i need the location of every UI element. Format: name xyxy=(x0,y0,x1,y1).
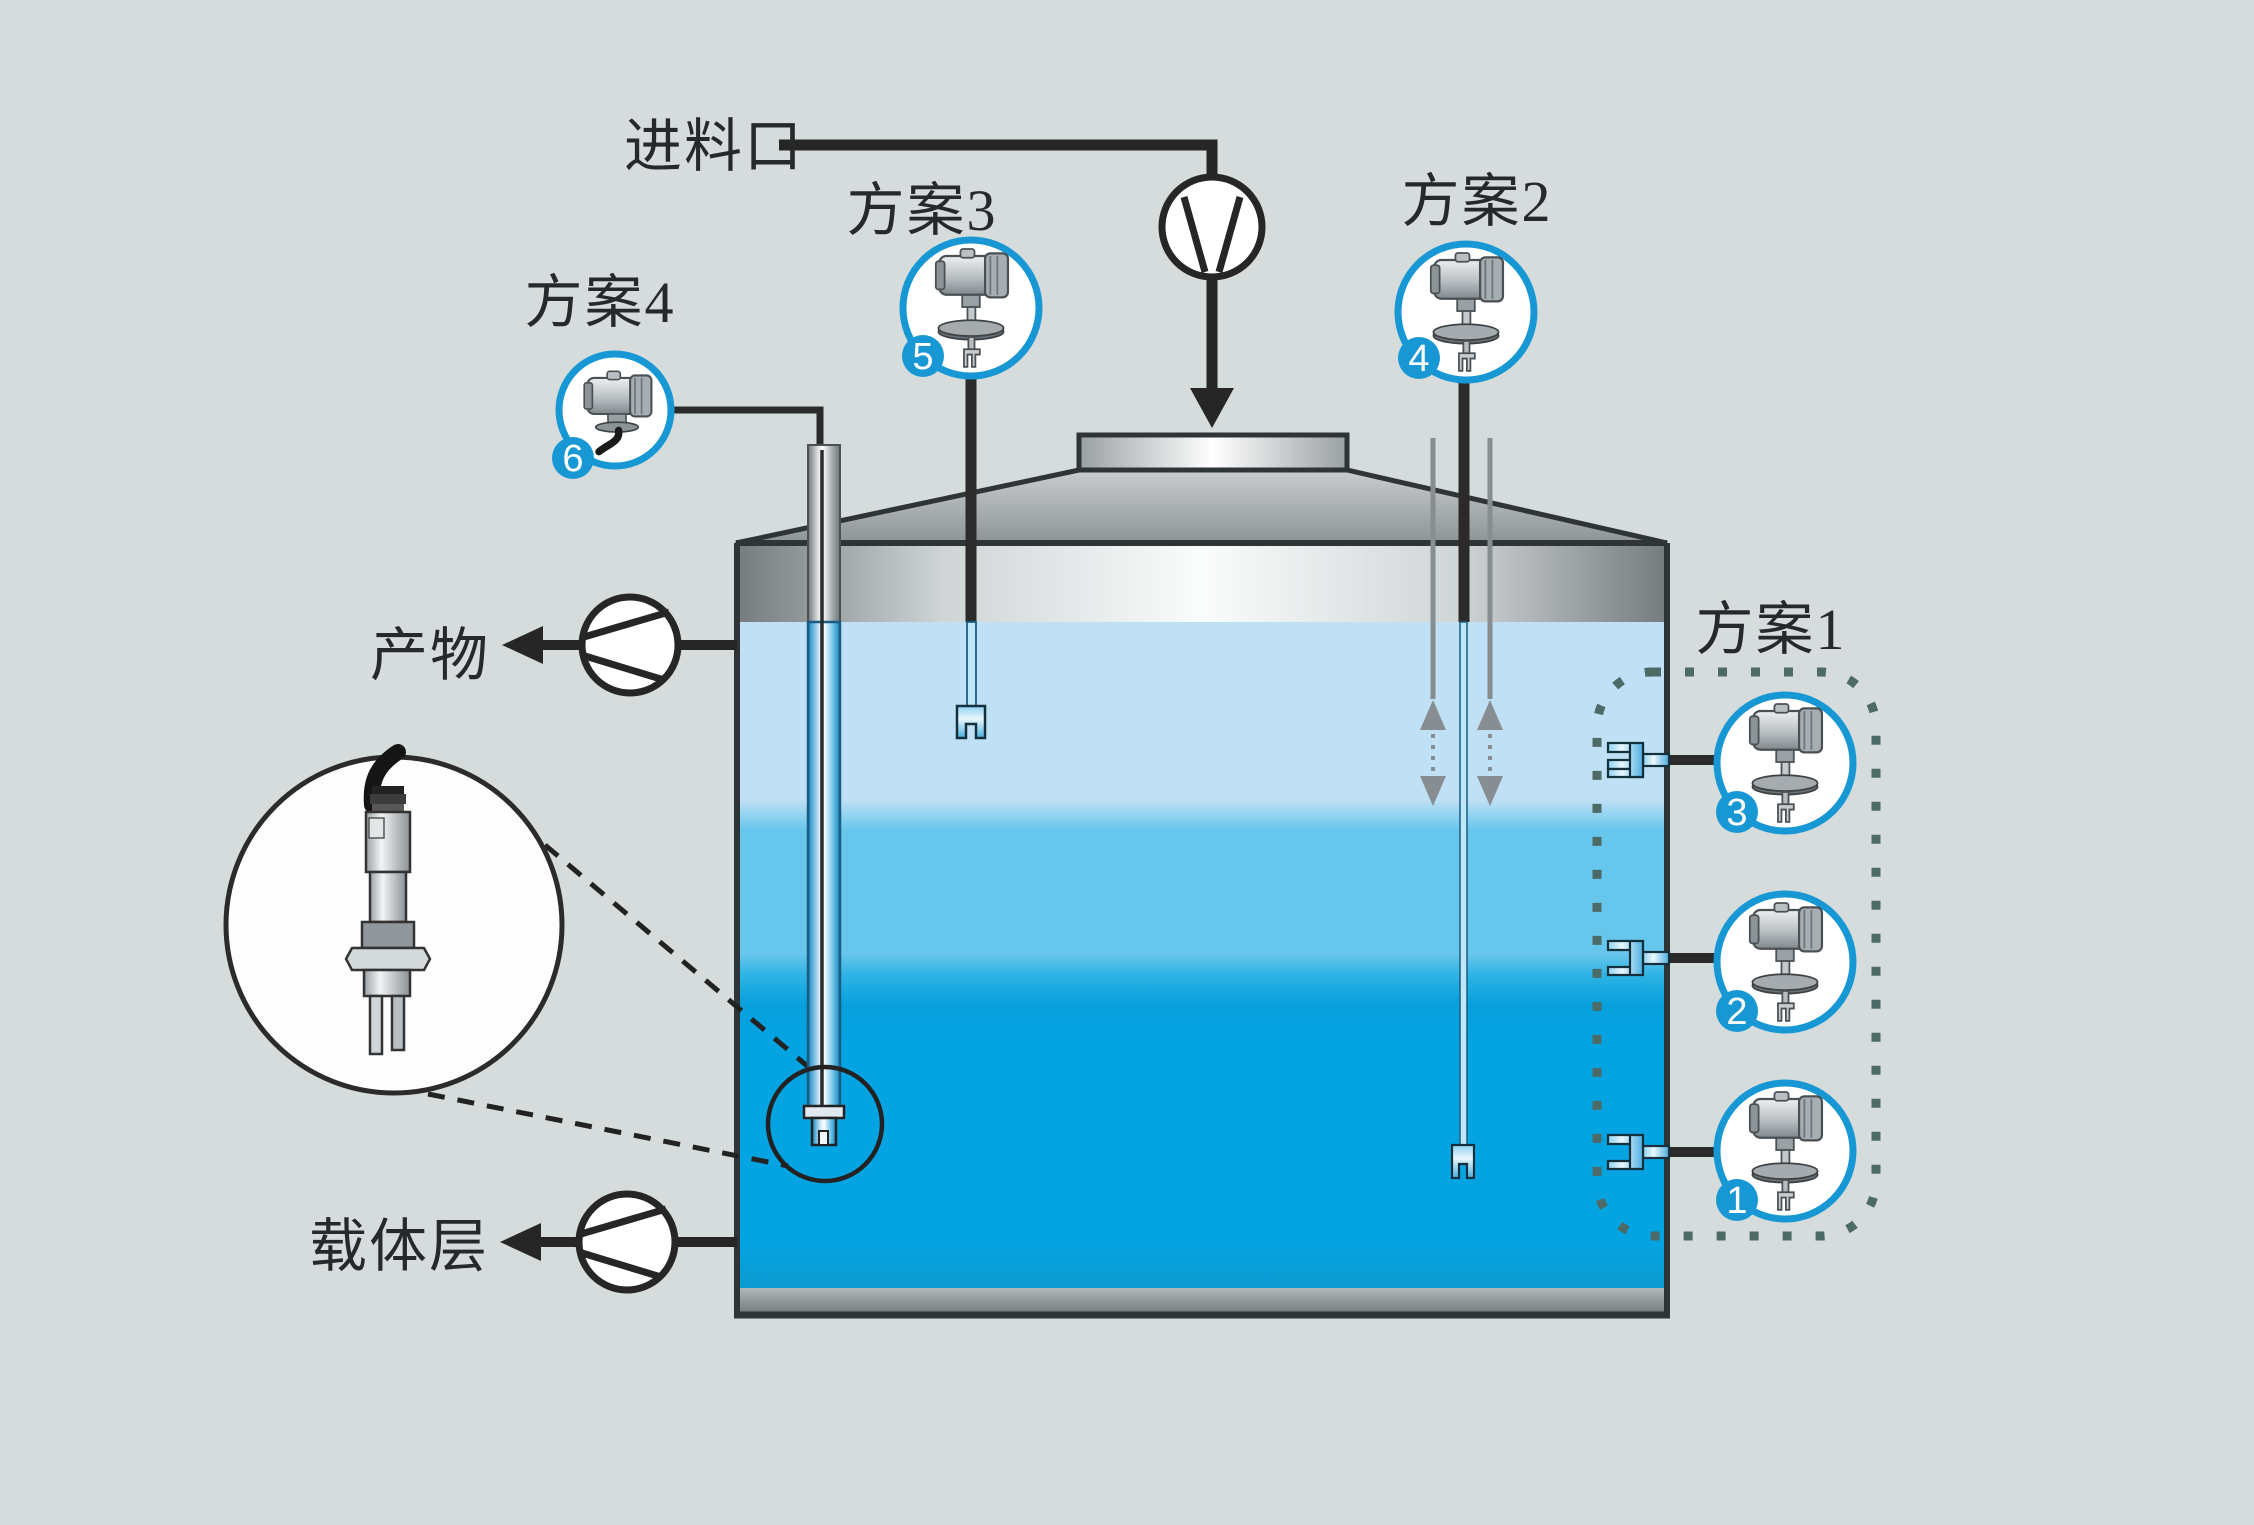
tank-top-nozzle xyxy=(1076,432,1350,473)
scheme2-motion-arrow-right xyxy=(1477,700,1503,806)
scheme2-motion-arrow-left xyxy=(1420,700,1446,806)
product-outlet xyxy=(502,593,737,697)
probe-ribbed-collar xyxy=(360,920,416,950)
carrier-valve-vane-top xyxy=(580,1205,667,1238)
probe-connector xyxy=(372,786,404,794)
feed-pipe xyxy=(779,139,1218,179)
carrier-outlet xyxy=(500,1190,737,1294)
feed-pump-vane-right xyxy=(1215,196,1244,273)
standpipe-upper xyxy=(807,444,841,624)
scheme4-instrument-circle xyxy=(555,350,675,470)
badges: 6 5 4 3 2 1 xyxy=(552,335,1758,1222)
probe-highlight-circle xyxy=(765,1064,885,1184)
label-scheme3: 方案3 xyxy=(846,178,998,243)
standpipe-probe-notch xyxy=(818,1130,829,1146)
probe-lower-body xyxy=(362,968,412,998)
badge-5-circle xyxy=(902,335,944,377)
badge-1: 1 xyxy=(1726,1180,1747,1222)
label-scheme2: 方案2 xyxy=(1401,169,1553,234)
label-scheme1: 方案1 xyxy=(1695,597,1847,662)
product-valve-vane-top xyxy=(583,608,670,641)
probe-fork-prong-left xyxy=(368,994,384,1056)
scheme3-fork-probe xyxy=(955,704,987,740)
badge-4: 4 xyxy=(1408,338,1429,380)
standpipe-probe-collar xyxy=(802,1104,846,1120)
label-feed-inlet: 进料口 xyxy=(623,114,805,179)
probe-mid-body xyxy=(368,870,408,924)
carrier-valve-vane-bottom xyxy=(580,1249,663,1281)
probe-hex-nut xyxy=(344,946,432,972)
tank xyxy=(734,432,1670,1319)
badge-3-circle xyxy=(1716,791,1758,833)
callout-dashed-line-bottom xyxy=(427,1091,789,1169)
scheme3-cable xyxy=(966,621,977,707)
product-arrowhead xyxy=(502,626,543,664)
label-carrier-layer: 载体层 xyxy=(308,1214,490,1279)
probe-connector-ring2 xyxy=(372,804,404,812)
carrier-arrowhead xyxy=(500,1223,541,1261)
tank-bottom-band xyxy=(739,1288,1665,1313)
feed-arrowhead xyxy=(1190,388,1234,428)
probe-window xyxy=(368,817,385,839)
badge-6-circle xyxy=(552,437,594,479)
badge-2: 2 xyxy=(1726,991,1747,1033)
label-scheme4: 方案4 xyxy=(524,270,676,335)
badge-5: 5 xyxy=(912,336,933,378)
wall-probe-level1 xyxy=(1606,1133,1719,1171)
scheme3-probe xyxy=(955,376,987,740)
scheme1-wall-probes xyxy=(1606,741,1719,1171)
feed-pump-vane-left xyxy=(1180,196,1209,273)
standpipe-lower xyxy=(806,620,842,1112)
wall-probe-level3 xyxy=(1606,741,1719,779)
badge-1-circle xyxy=(1716,1179,1758,1221)
label-product: 产物 xyxy=(369,623,491,688)
tank-liquid-layers xyxy=(739,622,1665,1288)
feed-line xyxy=(779,139,1266,428)
magnified-probe-detail xyxy=(223,744,565,1096)
scheme2-cable xyxy=(1459,621,1468,1146)
tank-roof xyxy=(735,467,1668,546)
tank-headspace xyxy=(739,543,1665,622)
scheme4-standpipe xyxy=(668,406,885,1184)
scheme2-probe xyxy=(1420,380,1503,1180)
probe-fork-prong-right xyxy=(390,994,406,1052)
badge-6: 6 xyxy=(562,438,583,480)
product-valve-vane-bottom xyxy=(583,652,666,684)
scheme4-connection-line xyxy=(668,406,824,447)
wall-probe-level2 xyxy=(1606,939,1719,977)
feed-pump-symbol xyxy=(1158,173,1266,281)
scheme2-fork-probe xyxy=(1450,1143,1476,1180)
badge-2-circle xyxy=(1716,990,1758,1032)
badge-4-circle xyxy=(1398,337,1440,379)
probe-connector-ring xyxy=(370,794,406,804)
badge-3: 3 xyxy=(1726,792,1747,834)
